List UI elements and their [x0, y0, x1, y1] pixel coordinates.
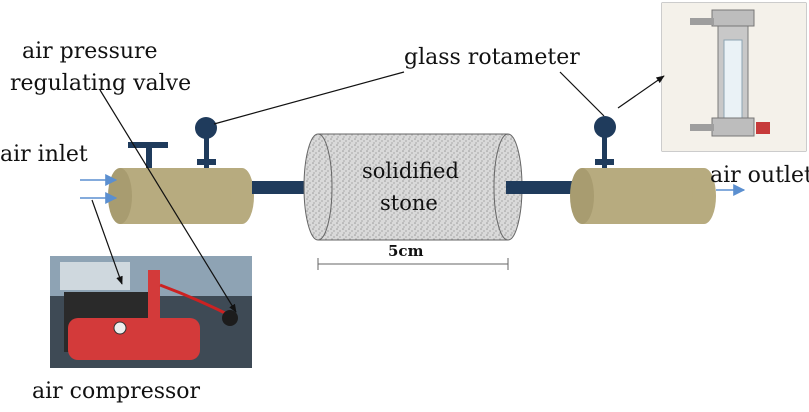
stone-sample	[303, 133, 523, 241]
label-air-outlet: air outlet	[710, 163, 809, 188]
leader-air-compressor	[91, 199, 123, 285]
leader-regulating-valve	[99, 89, 237, 313]
label-stone-line1: solidified	[362, 159, 459, 183]
label-air-inlet: air inlet	[0, 142, 88, 167]
outlet-chamber	[570, 168, 716, 224]
leader-glass-rotameter-right	[559, 71, 605, 117]
left-rotameter-gauge-icon	[195, 117, 217, 168]
right-pipe	[506, 181, 584, 194]
right-rotameter-gauge-icon	[594, 116, 616, 168]
leader-glass-rotameter-left	[213, 71, 405, 125]
label-glass-rotameter: glass rotameter	[404, 45, 580, 70]
leader-rotameter-photo	[617, 75, 665, 109]
air-compressor-photo	[50, 256, 252, 368]
inlet-chamber	[108, 168, 254, 224]
label-stone-line2: stone	[380, 191, 438, 215]
rotameter-photo	[661, 2, 807, 152]
label-dimension: 5cm	[388, 242, 424, 260]
label-air-pressure-line1: air pressure	[22, 39, 158, 64]
dimension-line	[317, 258, 509, 270]
label-air-pressure-line2: regulating valve	[10, 71, 191, 96]
label-air-compressor: air compressor	[32, 379, 201, 404]
regulating-valve-icon	[128, 142, 168, 168]
